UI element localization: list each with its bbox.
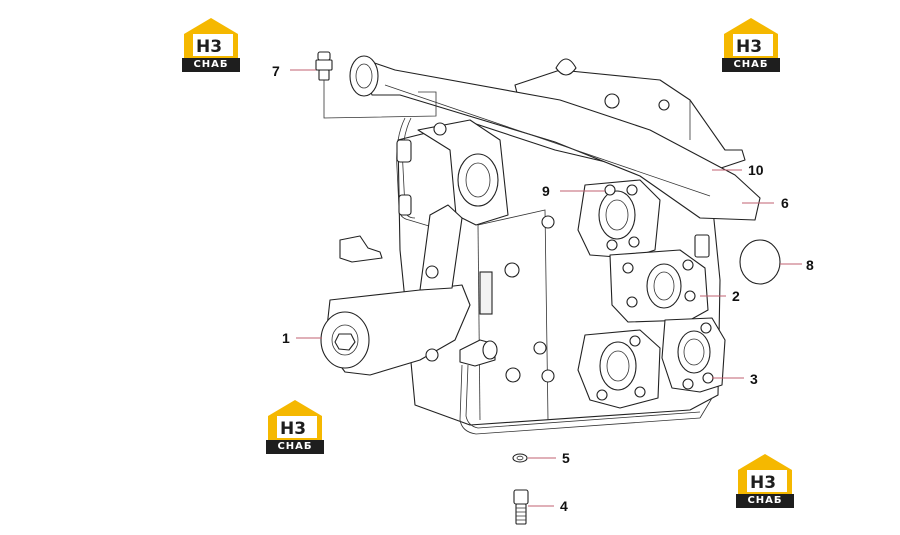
brand-logo: H3 СНАБ [180, 16, 242, 74]
callout-9: 9 [542, 183, 550, 199]
svg-text:H3: H3 [280, 419, 306, 439]
thin-pipe [396, 117, 713, 435]
callout-4: 4 [560, 498, 568, 514]
house-logo-icon: H3 [724, 18, 778, 58]
bolt-part-4 [513, 489, 529, 525]
callout-7: 7 [272, 63, 280, 79]
brand-logo: H3 СНАБ [720, 16, 782, 74]
lever-arm-part-1 [320, 204, 471, 376]
upper-left-block [417, 119, 509, 226]
callout-2: 2 [732, 288, 740, 304]
cover-disc-part-8 [739, 239, 781, 285]
leader-lines [290, 69, 802, 507]
logo-subtext: СНАБ [182, 58, 240, 72]
fitting-bottom-left [459, 339, 498, 367]
callout-1: 1 [282, 330, 290, 346]
svg-text:H3: H3 [196, 37, 222, 57]
callout-5: 5 [562, 450, 570, 466]
valve-section-middle [609, 234, 710, 323]
house-logo-icon: H3 [268, 400, 322, 440]
callout-10: 10 [748, 162, 764, 178]
brand-logo: H3 СНАБ [264, 398, 326, 456]
logo-subtext: СНАБ [266, 440, 324, 454]
valve-section-upper [541, 179, 661, 259]
logo-subtext: СНАБ [722, 58, 780, 72]
callout-3: 3 [750, 371, 758, 387]
svg-text:H3: H3 [736, 37, 762, 57]
house-logo-icon: H3 [738, 454, 792, 494]
washer-part-5 [512, 453, 528, 463]
valve-section-lower [533, 317, 726, 409]
svg-text:H3: H3 [750, 473, 776, 493]
tube-part-6 [349, 55, 761, 221]
house-logo-icon: H3 [184, 18, 238, 58]
brand-logo: H3 СНАБ [734, 452, 796, 510]
callout-8: 8 [806, 257, 814, 273]
fitting-part-7 [315, 51, 437, 119]
callout-6: 6 [781, 195, 789, 211]
logo-subtext: СНАБ [736, 494, 794, 508]
